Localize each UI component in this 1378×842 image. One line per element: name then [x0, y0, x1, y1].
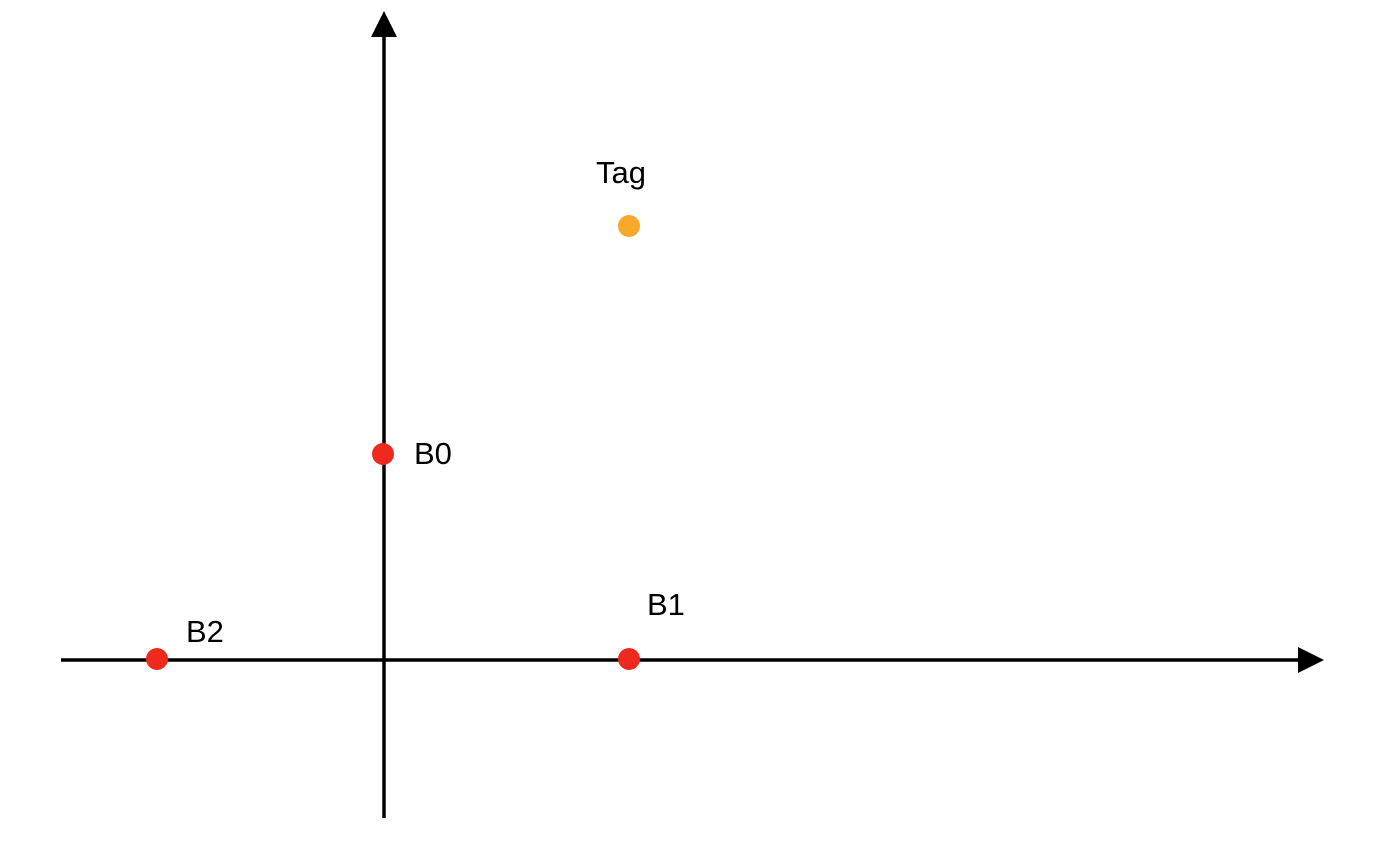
anchor-b1-marker — [618, 648, 640, 670]
anchor-b0-marker — [372, 443, 394, 465]
points — [146, 215, 640, 670]
y-axis-arrowhead — [371, 11, 397, 37]
axes — [61, 11, 1324, 818]
anchor-b2-marker — [146, 648, 168, 670]
anchor-b0-label: B0 — [414, 436, 452, 471]
tag-label: Tag — [596, 155, 646, 190]
tag-marker — [618, 215, 640, 237]
labels: B0 B1 B2 Tag — [186, 155, 685, 649]
x-axis-arrowhead — [1298, 647, 1324, 673]
anchor-b1-label: B1 — [647, 587, 685, 622]
anchor-b2-label: B2 — [186, 614, 224, 649]
